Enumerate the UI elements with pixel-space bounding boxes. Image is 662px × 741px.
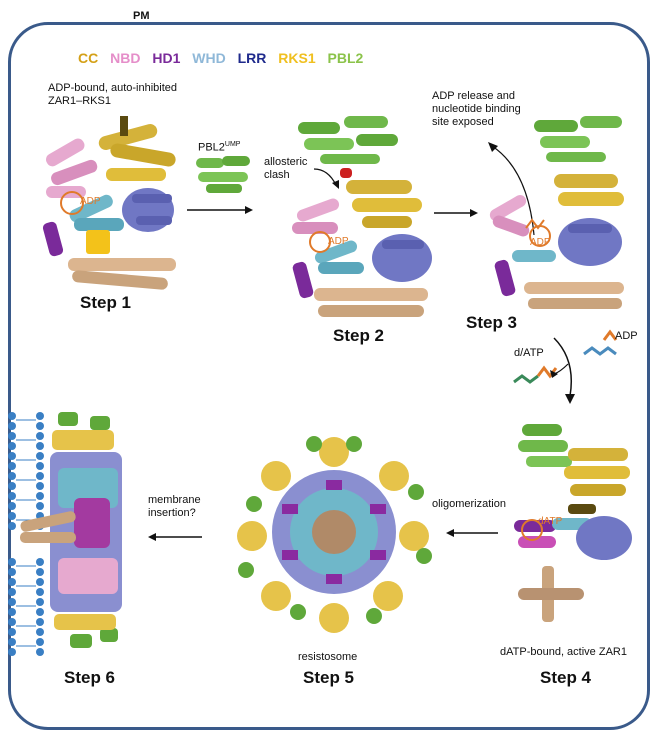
- arrow-step4-to-step5: [446, 529, 498, 537]
- step2-nbd: [292, 198, 340, 234]
- step2-clash-site: [340, 168, 352, 178]
- side-view-rks1: [52, 430, 116, 630]
- adp-molecule-icon: [583, 329, 618, 356]
- step3-nbd: [489, 195, 530, 237]
- plasma-membrane-frame: [8, 22, 650, 730]
- cc-domain: [68, 258, 176, 290]
- step2-whd: [314, 240, 364, 274]
- step3-rks1: [554, 174, 624, 206]
- step4-loop: [568, 504, 596, 514]
- step2-cc: [314, 288, 428, 317]
- step3-hd1: [494, 259, 516, 297]
- side-view-cc-funnel: [20, 511, 76, 543]
- step2-adp-label: ADP: [328, 236, 349, 247]
- lrr-domain: [122, 188, 174, 232]
- adp-highlight-circle: [60, 191, 84, 215]
- resistosome-pbl2-ring: [238, 436, 432, 624]
- step5-caption: resistosome: [298, 651, 358, 663]
- step6-resistosome-side-view: [20, 412, 122, 648]
- exchange-adp-label: ADP: [615, 330, 638, 342]
- hd1-domain: [42, 221, 64, 257]
- step3-pbl2: [534, 116, 622, 162]
- side-view-hd1: [74, 498, 110, 548]
- resistosome-hd1-ring: [282, 480, 386, 584]
- legend-cc: CC: [78, 50, 99, 66]
- step3-adp-circle: [529, 225, 551, 247]
- step1-caption: ADP-bound, auto-inhibited: [48, 82, 178, 94]
- step4-pbl2: [518, 424, 572, 467]
- nucleotide-exchange-arrow: [550, 337, 575, 404]
- allosteric-clash-label: allosteric clash: [264, 156, 308, 181]
- step1-zar1-rks1-structure: ADP: [42, 116, 176, 290]
- legend-hd1: HD1: [152, 50, 181, 66]
- legend-pbl2: PBL2: [327, 50, 364, 66]
- arrow-step1-to-step2: [187, 206, 253, 214]
- step2-lrr: [372, 234, 432, 282]
- step5-label: Step 5: [303, 668, 355, 687]
- step3-structure: ADP: [489, 116, 624, 309]
- step3-caption: ADP release and nucleotide binding site …: [432, 90, 521, 128]
- side-view-nbd: [58, 558, 118, 594]
- clash-arrow: [313, 168, 339, 189]
- step4-cc-helix: [518, 588, 584, 600]
- arrow-step2-to-step3: [434, 209, 478, 217]
- nbd-domain: [46, 138, 98, 198]
- step4-datp-label: dATP: [538, 516, 563, 527]
- step2-structure: ADP: [292, 116, 432, 317]
- step1-adp-label: ADP: [80, 196, 101, 207]
- step2-pbl2: [298, 116, 398, 164]
- step3-adp-label: ADP: [530, 237, 551, 248]
- step2-hd1: [292, 261, 314, 299]
- domain-legend: CC NBD HD1 WHD LRR RKS1 PBL2: [78, 50, 371, 66]
- rks1-domain: [98, 116, 176, 181]
- step2-rks1: [346, 180, 422, 228]
- oligomerization-label: oligomerization: [432, 498, 506, 510]
- pbl2-ump-superscript: UMP: [224, 141, 241, 148]
- step4-rks1: [564, 448, 630, 496]
- pbl2-name: PBL2: [198, 141, 225, 154]
- step4-caption: dATP-bound, active ZAR1: [500, 646, 627, 658]
- step3-whd: [512, 250, 556, 262]
- arrow-step5-to-step6: [148, 533, 202, 541]
- pbl2-ump-label: PBL2UMP: [198, 138, 240, 155]
- resistosome-cc-funnel: [312, 510, 356, 554]
- legend-lrr: LRR: [237, 50, 267, 66]
- side-view-pbl2: [58, 412, 118, 648]
- step3-lrr: [558, 218, 622, 266]
- lipid-bilayer-bottom: [8, 558, 44, 656]
- step4-label: Step 4: [540, 668, 592, 687]
- step5-resistosome: [237, 436, 432, 633]
- step4-datp-circle: [521, 519, 543, 541]
- resistosome-rks1-ring: [237, 437, 429, 633]
- step1-label: Step 1: [80, 293, 132, 312]
- step4-whd-lrr: [552, 516, 632, 560]
- lipid-bilayer: [8, 412, 44, 656]
- whd-domain: [69, 194, 124, 231]
- step4-structure: dATP: [514, 424, 632, 622]
- legend-nbd: NBD: [110, 50, 141, 66]
- step1-caption-line2: ZAR1–RKS1: [48, 95, 111, 107]
- step3-released-adp-molecule: [525, 218, 545, 230]
- step2-label: Step 2: [333, 326, 385, 345]
- step3-cc: [524, 282, 624, 309]
- step6-label: Step 6: [64, 668, 116, 687]
- legend-whd: WHD: [192, 50, 226, 66]
- step2-adp-circle: [309, 231, 331, 253]
- membrane-insertion-label: membrane insertion?: [148, 494, 201, 519]
- pm-label: PM: [133, 10, 150, 22]
- legend-rks1: RKS1: [278, 50, 316, 66]
- pbl2-binding-pocket: [86, 230, 110, 254]
- exchange-datp-label: d/ATP: [514, 347, 544, 359]
- pbl2-ump-structure: [196, 156, 250, 193]
- step3-label: Step 3: [466, 313, 518, 332]
